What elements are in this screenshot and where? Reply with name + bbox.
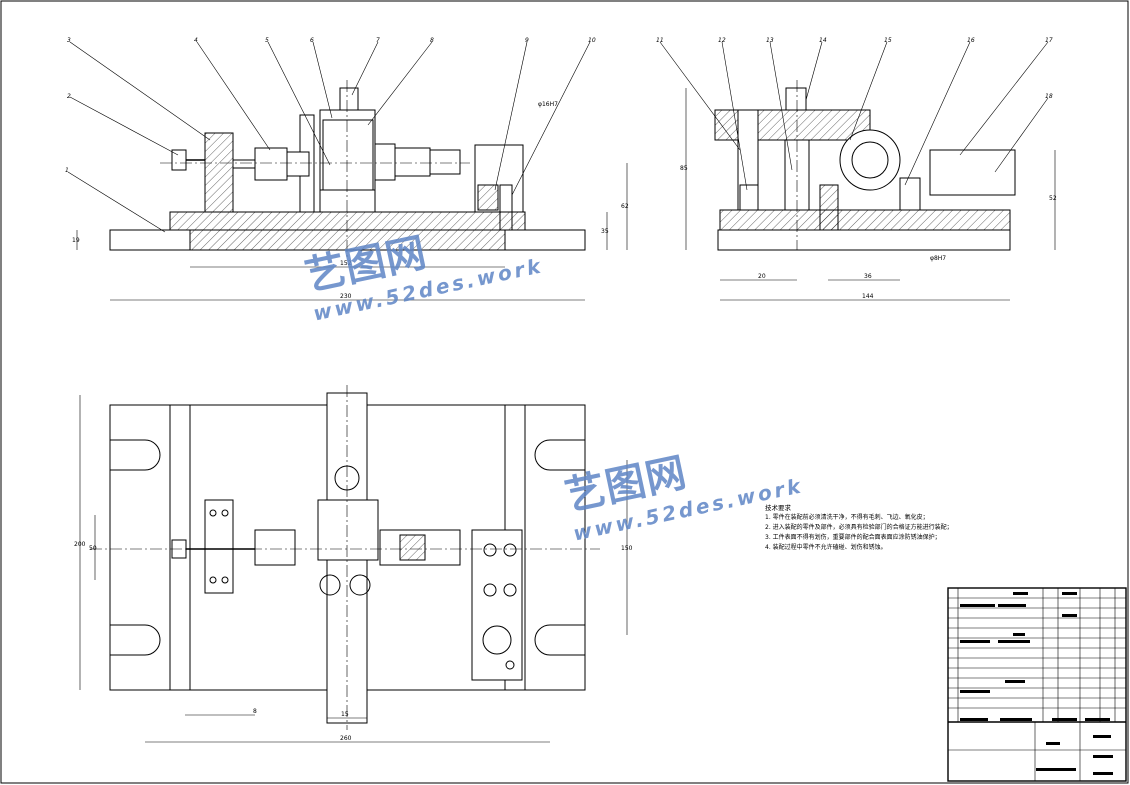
part-label-16: 16 xyxy=(967,37,975,44)
dim-front-width-inner: 152 xyxy=(340,260,352,267)
part-label-10: 10 xyxy=(588,37,596,44)
dimension-texts: 152 230 19 62 35 φ16H7 85 52 20 36 144 φ… xyxy=(72,101,1057,742)
dim-front-tol: φ16H7 xyxy=(538,101,558,108)
front-view xyxy=(109,80,586,260)
technical-notes: 技术要求 1. 零件在装配前必须清洗干净，不得有毛刺、飞边、氧化皮； 2. 进入… xyxy=(765,503,1025,553)
part-label-14: 14 xyxy=(819,37,827,44)
part-label-8: 8 xyxy=(430,37,434,44)
dimension-lines xyxy=(76,88,1056,743)
dim-front-height-a: 19 xyxy=(72,237,80,244)
dim-side-tol: φ8H7 xyxy=(930,255,946,262)
dim-side-height-b: 52 xyxy=(1049,195,1057,202)
part-labels: 3 2 1 4 5 6 7 8 9 10 11 12 13 14 15 16 1… xyxy=(65,37,1053,174)
leader-lines xyxy=(67,41,1049,233)
part-label-4: 4 xyxy=(194,37,198,44)
part-label-5: 5 xyxy=(265,37,269,44)
dim-front-height-b: 62 xyxy=(621,203,629,210)
dim-top-height-total: 200 xyxy=(74,541,86,548)
note-item: 2. 进入装配的零件及部件，必须具有检验部门的合格证方能进行装配； xyxy=(765,524,953,531)
dim-top-height-mid: 50 xyxy=(89,545,97,552)
part-label-17: 17 xyxy=(1045,37,1053,44)
dim-top-w-b: 15 xyxy=(341,711,349,718)
dim-top-w-total: 260 xyxy=(340,735,352,742)
top-view xyxy=(90,385,600,730)
note-item: 1. 零件在装配前必须清洗干净，不得有毛刺、飞边、氧化皮； xyxy=(765,514,929,521)
dim-side-w-a: 20 xyxy=(758,273,766,280)
part-label-1: 1 xyxy=(65,167,69,174)
side-view xyxy=(714,80,1016,251)
part-label-6: 6 xyxy=(310,37,314,44)
part-label-11: 11 xyxy=(656,37,664,44)
dim-side-w-b: 36 xyxy=(864,273,872,280)
part-label-18: 18 xyxy=(1045,93,1053,100)
title-block xyxy=(947,587,1127,782)
note-item: 3. 工件表面不得有划伤，重要部件的配合面表面应涂防锈油保护； xyxy=(765,534,941,541)
dim-front-height-c: 35 xyxy=(601,228,609,235)
notes-title: 技术要求 xyxy=(765,504,791,512)
dim-side-w-total: 144 xyxy=(862,293,874,300)
note-item: 4. 装配过程中零件不允许磕碰、划伤和锈蚀。 xyxy=(765,544,887,551)
part-label-7: 7 xyxy=(376,37,380,44)
part-label-12: 12 xyxy=(718,37,726,44)
dim-side-height-a: 85 xyxy=(680,165,688,172)
dim-top-height-right: 150 xyxy=(621,545,633,552)
dim-front-width-total: 230 xyxy=(340,293,352,300)
part-label-3: 3 xyxy=(67,37,71,44)
part-label-9: 9 xyxy=(525,37,529,44)
dim-top-w-a: 8 xyxy=(253,708,257,715)
part-label-15: 15 xyxy=(884,37,892,44)
part-label-2: 2 xyxy=(67,93,71,100)
part-label-13: 13 xyxy=(766,37,774,44)
